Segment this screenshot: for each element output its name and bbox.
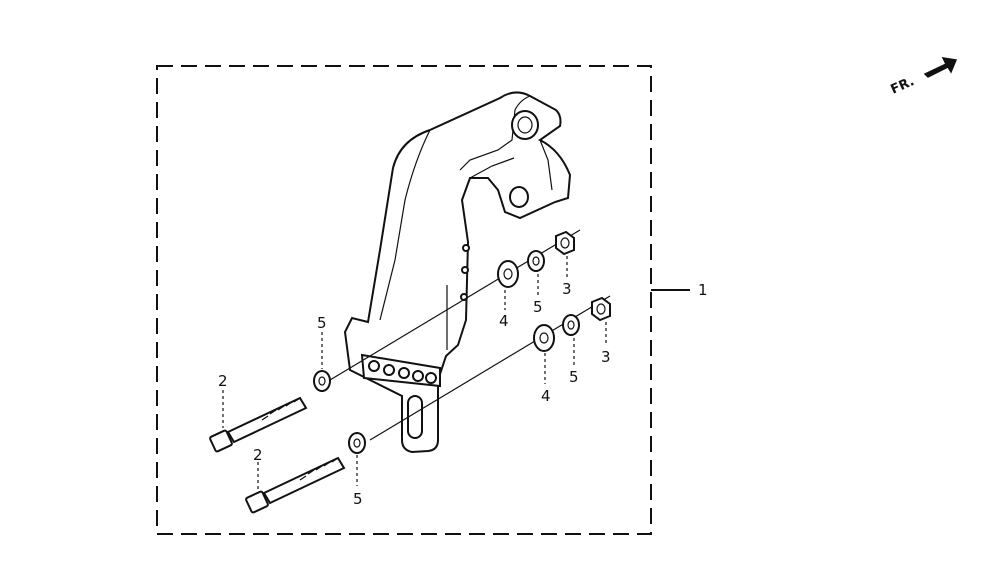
tiller-bracket: [343, 91, 572, 454]
lock-washer-upper-right: [527, 250, 545, 272]
front-arrow-icon: [923, 57, 958, 78]
callout-nut-lower: 3: [601, 348, 611, 366]
front-direction-label: FR.: [889, 74, 917, 97]
bolt-upper: [209, 396, 308, 453]
assembly-boundary: [156, 65, 652, 535]
callout-lockwasher-lower-right: 5: [569, 368, 579, 386]
nut-lower: [591, 296, 611, 322]
lock-washer-upper-left: [313, 370, 331, 392]
callout-nut-upper: 3: [562, 280, 572, 298]
callout-assembly: 1: [698, 281, 708, 299]
washer-upper: [497, 260, 519, 288]
lock-washer-lower-left: [348, 432, 366, 454]
callout-washer-lower: 4: [541, 387, 551, 405]
callout-lockwasher-lower-left: 5: [353, 490, 363, 508]
callout-lockwasher-upper-right: 5: [533, 298, 543, 316]
front-direction-indicator: FR.: [889, 57, 958, 98]
callout-bolt-upper: 2: [218, 372, 228, 390]
callout-bolt-lower: 2: [253, 446, 263, 464]
callout-washer-upper: 4: [499, 312, 509, 330]
bolt-lower: [245, 456, 346, 514]
washer-lower: [533, 324, 555, 352]
callout-lockwasher-upper-left: 5: [317, 314, 327, 332]
callout-leaders: [222, 256, 607, 490]
lock-washer-lower-right: [562, 314, 580, 336]
nut-upper: [555, 230, 575, 256]
